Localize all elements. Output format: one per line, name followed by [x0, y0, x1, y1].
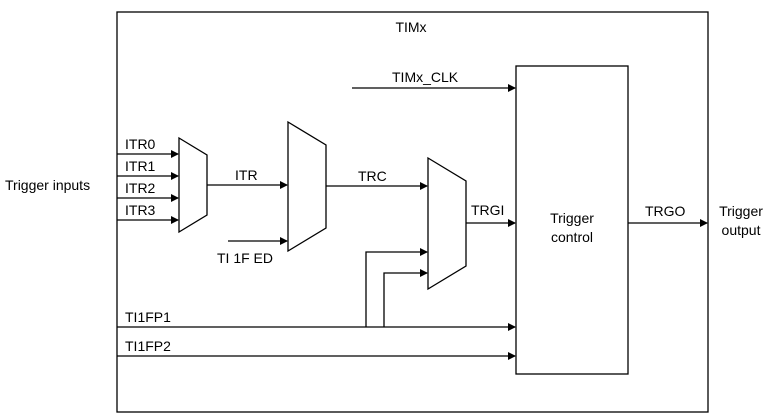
trc-multiplexer — [287, 120, 327, 253]
ti1fp1-tap-wire — [365, 248, 428, 327]
trigger-inputs-label: Trigger inputs — [5, 177, 90, 193]
itr3-label: ITR3 — [125, 202, 156, 218]
trgi-label: TRGI — [471, 202, 504, 218]
itr-label: ITR — [235, 167, 258, 183]
ti1fp2-tap-wire — [383, 269, 428, 327]
ti1fp1-label: TI1FP1 — [125, 309, 171, 325]
itr0-label: ITR0 — [125, 136, 156, 152]
itr-multiplexer — [178, 136, 208, 234]
trigger-output-line1: Trigger — [719, 203, 763, 219]
trigger-control-line2: control — [551, 229, 593, 245]
ti1fp2-label: TI1FP2 — [125, 338, 171, 354]
trgo-label: TRGO — [645, 203, 686, 219]
block-title: TIMx — [395, 19, 426, 35]
trigger-control-line1: Trigger — [550, 210, 594, 226]
trgi-multiplexer — [427, 156, 467, 291]
itr2-label: ITR2 — [125, 180, 156, 196]
ti1f-ed-label: TI 1F ED — [217, 250, 273, 266]
trigger-control-box — [515, 65, 629, 375]
timx-clk-label: TIMx_CLK — [392, 69, 459, 85]
trc-label: TRC — [358, 168, 387, 184]
itr1-label: ITR1 — [125, 158, 156, 174]
trigger-output-line2: output — [722, 222, 761, 238]
